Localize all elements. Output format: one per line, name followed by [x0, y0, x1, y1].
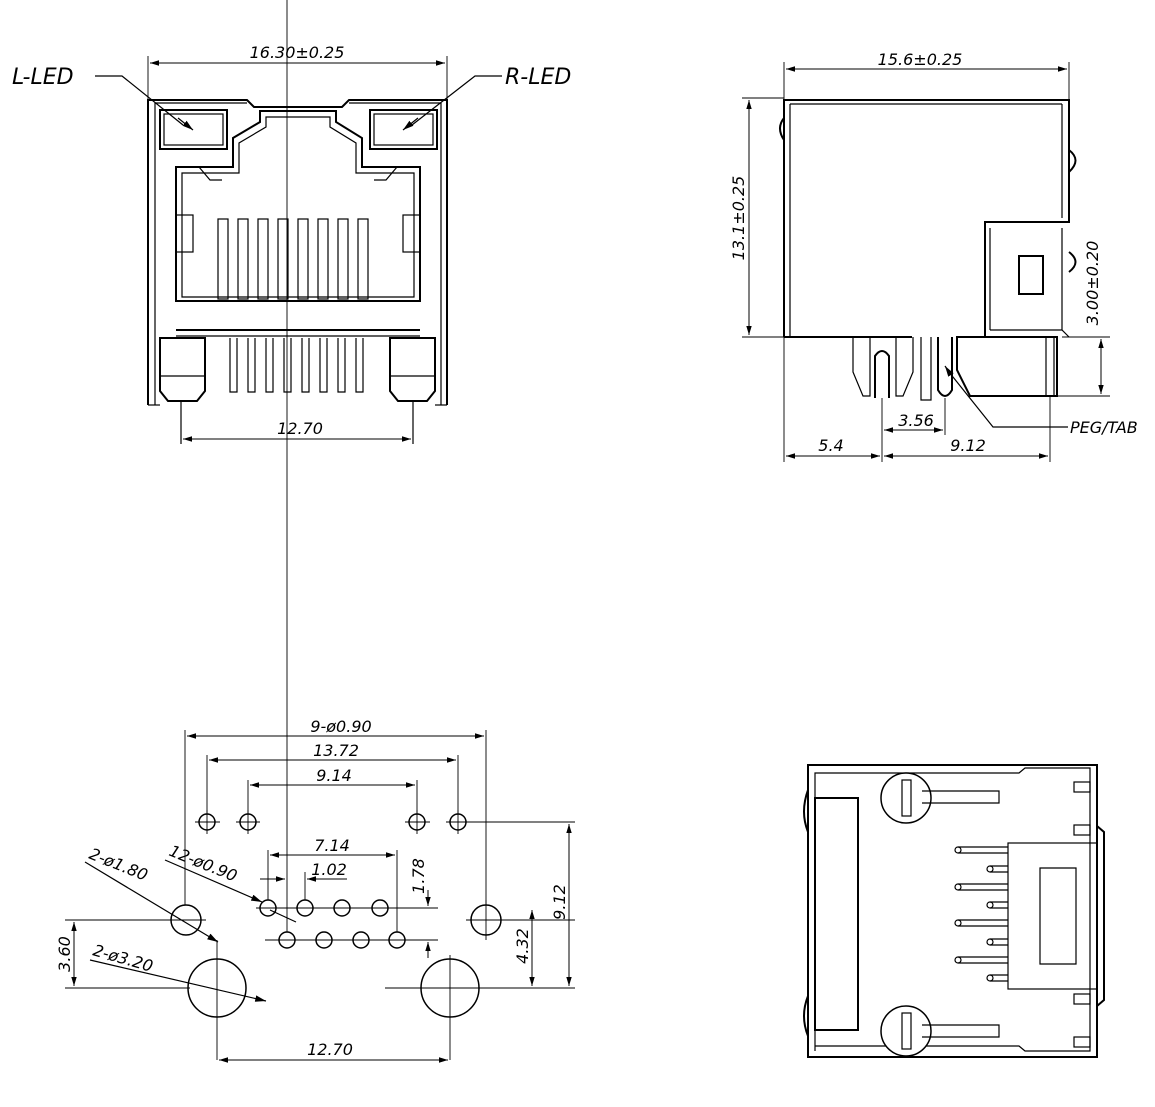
led-inner-spacing-dimension: 9.14 — [316, 766, 352, 785]
rj45-contacts — [217, 218, 369, 300]
pcb-layout-view: 9-ø0.90 13.72 9.14 7.14 1. — [55, 0, 575, 1063]
signal-span-dimension: 7.14 — [314, 836, 350, 855]
side-view: 15.6±0.25 13.1±0.25 — [729, 50, 1138, 462]
peg-span-dimension: 12.70 — [307, 1040, 353, 1059]
signal-pitch-dimension: 1.02 — [311, 860, 347, 879]
signal-holes-dimension: 12-ø0.90 — [167, 841, 240, 885]
total-height-dimension: 9.12 — [550, 884, 569, 920]
side-pin-height-dimension: 3.00±0.20 — [1083, 241, 1102, 326]
peg-tab-label: PEG/TAB — [1070, 418, 1138, 437]
front-pin-span-dimension: 12.70 — [277, 419, 323, 438]
right-led-label: R-LED — [505, 65, 571, 90]
left-led-window — [159, 109, 228, 150]
side-pin-pitch-dimension: 3.56 — [898, 411, 934, 430]
side-peg-tab — [956, 336, 1058, 397]
side-body-outline — [783, 99, 1070, 338]
rj45-port-opening — [175, 110, 421, 302]
small-to-large-peg-dimension: 3.60 — [55, 936, 74, 972]
signal-pin-holes — [256, 899, 410, 949]
front-width-dimension: 16.30±0.25 — [250, 43, 345, 62]
front-right-peg — [389, 337, 436, 402]
front-body-outline — [147, 99, 448, 405]
right-led-window — [369, 109, 438, 150]
top-peg-lower — [880, 1005, 1000, 1057]
side-depth-dimension: 15.6±0.25 — [878, 50, 963, 69]
led-pin-holes — [195, 810, 575, 834]
left-led-label: L-LED — [12, 65, 74, 90]
top-peg-upper — [880, 772, 1000, 824]
side-latch-window — [1018, 255, 1044, 295]
side-pins — [852, 337, 953, 401]
led-holes-dimension: 9-ø0.90 — [310, 717, 371, 736]
side-height-dimension: 13.1±0.25 — [729, 176, 748, 261]
small-pegs-dimension: 2-ø1.80 — [87, 844, 151, 885]
top-view — [803, 764, 1105, 1058]
led-outer-spacing-dimension: 13.72 — [313, 741, 359, 760]
row-to-peg-dimension: 4.32 — [513, 928, 532, 964]
top-signal-pins — [954, 846, 1008, 982]
large-pegs-dimension: 2-ø3.20 — [91, 941, 155, 976]
row-spacing-dimension: 1.78 — [409, 858, 428, 894]
top-front-shield — [814, 797, 859, 1031]
front-signal-pins — [229, 338, 364, 393]
front-view: 16.30±0.25 L-LED R-LED — [12, 43, 571, 444]
side-peg-offset-dimension: 9.12 — [950, 436, 986, 455]
front-left-peg — [159, 337, 206, 402]
side-front-offset-dimension: 5.4 — [818, 436, 843, 455]
top-body-outline — [807, 764, 1098, 1058]
